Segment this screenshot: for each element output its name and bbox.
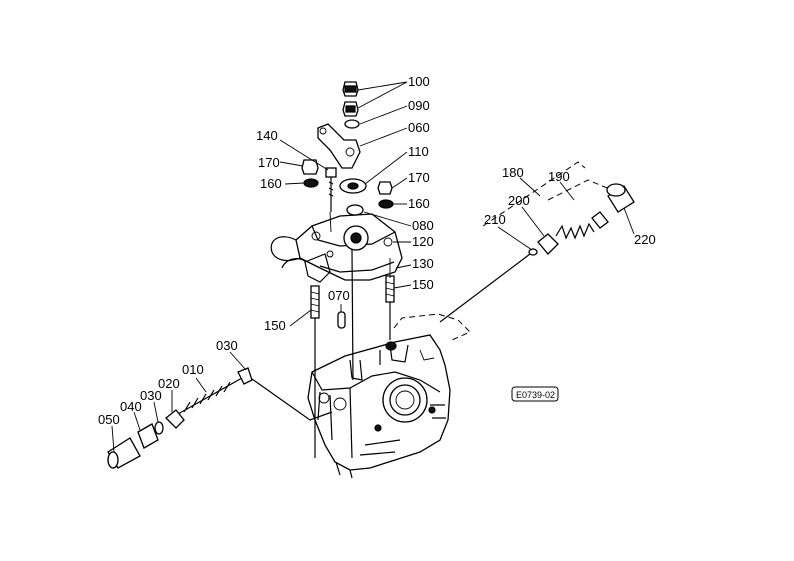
- label-130: 130: [412, 256, 434, 271]
- assembly-axis-right: [439, 253, 531, 323]
- washer-110: [339, 178, 367, 194]
- label-070: 070: [328, 288, 350, 303]
- label-160-right: 160: [408, 196, 430, 211]
- label-120: 120: [412, 234, 434, 249]
- spring-190: [555, 211, 609, 240]
- assembly-axis-left: [244, 373, 333, 421]
- label-150-left: 150: [264, 318, 286, 333]
- pin-070: [337, 311, 346, 329]
- label-210: 210: [484, 212, 506, 227]
- group-180-bracket: [482, 161, 613, 227]
- oring-080: [346, 204, 364, 216]
- label-010: 010: [182, 362, 204, 377]
- label-030-top: 030: [216, 338, 238, 353]
- oring-210: [528, 248, 538, 256]
- drawing-code: E0739-02: [516, 390, 555, 400]
- lever-060: [317, 123, 361, 169]
- nuts-100: [342, 81, 359, 117]
- label-030-bottom: 030: [140, 388, 162, 403]
- alignment-lines: [329, 211, 391, 278]
- plug-200: [537, 233, 559, 255]
- cover-plate-130: [270, 213, 403, 283]
- label-080: 080: [412, 218, 434, 233]
- label-200: 200: [508, 193, 530, 208]
- label-040: 040: [120, 399, 142, 414]
- label-160-left: 160: [260, 176, 282, 191]
- label-220: 220: [634, 232, 656, 247]
- shaft: [351, 249, 354, 381]
- label-180: 180: [502, 165, 524, 180]
- pump-housing: [307, 334, 451, 479]
- housing-outline-dashed: [393, 313, 471, 341]
- nut-170-right: [377, 181, 393, 195]
- screw-010: [177, 367, 253, 415]
- washer-090: [344, 119, 360, 129]
- label-140: 140: [256, 128, 278, 143]
- label-110: 110: [408, 144, 429, 159]
- stud-150-right: [385, 275, 395, 340]
- washer-160-right: [378, 199, 394, 209]
- nut-020: [165, 409, 185, 429]
- label-050: 050: [98, 412, 120, 427]
- nut-040: [137, 423, 159, 449]
- drawing-code-box: E0739-02: [511, 386, 559, 402]
- nut-170-left: [301, 159, 319, 175]
- bolt-140: [325, 167, 337, 212]
- washer-160-left: [303, 178, 319, 188]
- stud-150-left: [310, 285, 320, 458]
- label-090: 090: [408, 98, 430, 113]
- label-100: 100: [408, 74, 430, 89]
- cap-220: [606, 183, 635, 213]
- label-020: 020: [158, 376, 180, 391]
- cap-050: [107, 437, 141, 469]
- label-150-right: 150: [412, 277, 434, 292]
- leader-lines: [111, 81, 635, 453]
- label-170-left: 170: [258, 155, 280, 170]
- label-060: 060: [408, 120, 430, 135]
- label-170-right: 170: [408, 170, 430, 185]
- label-190: 190: [548, 169, 570, 184]
- washer-030: [154, 421, 164, 435]
